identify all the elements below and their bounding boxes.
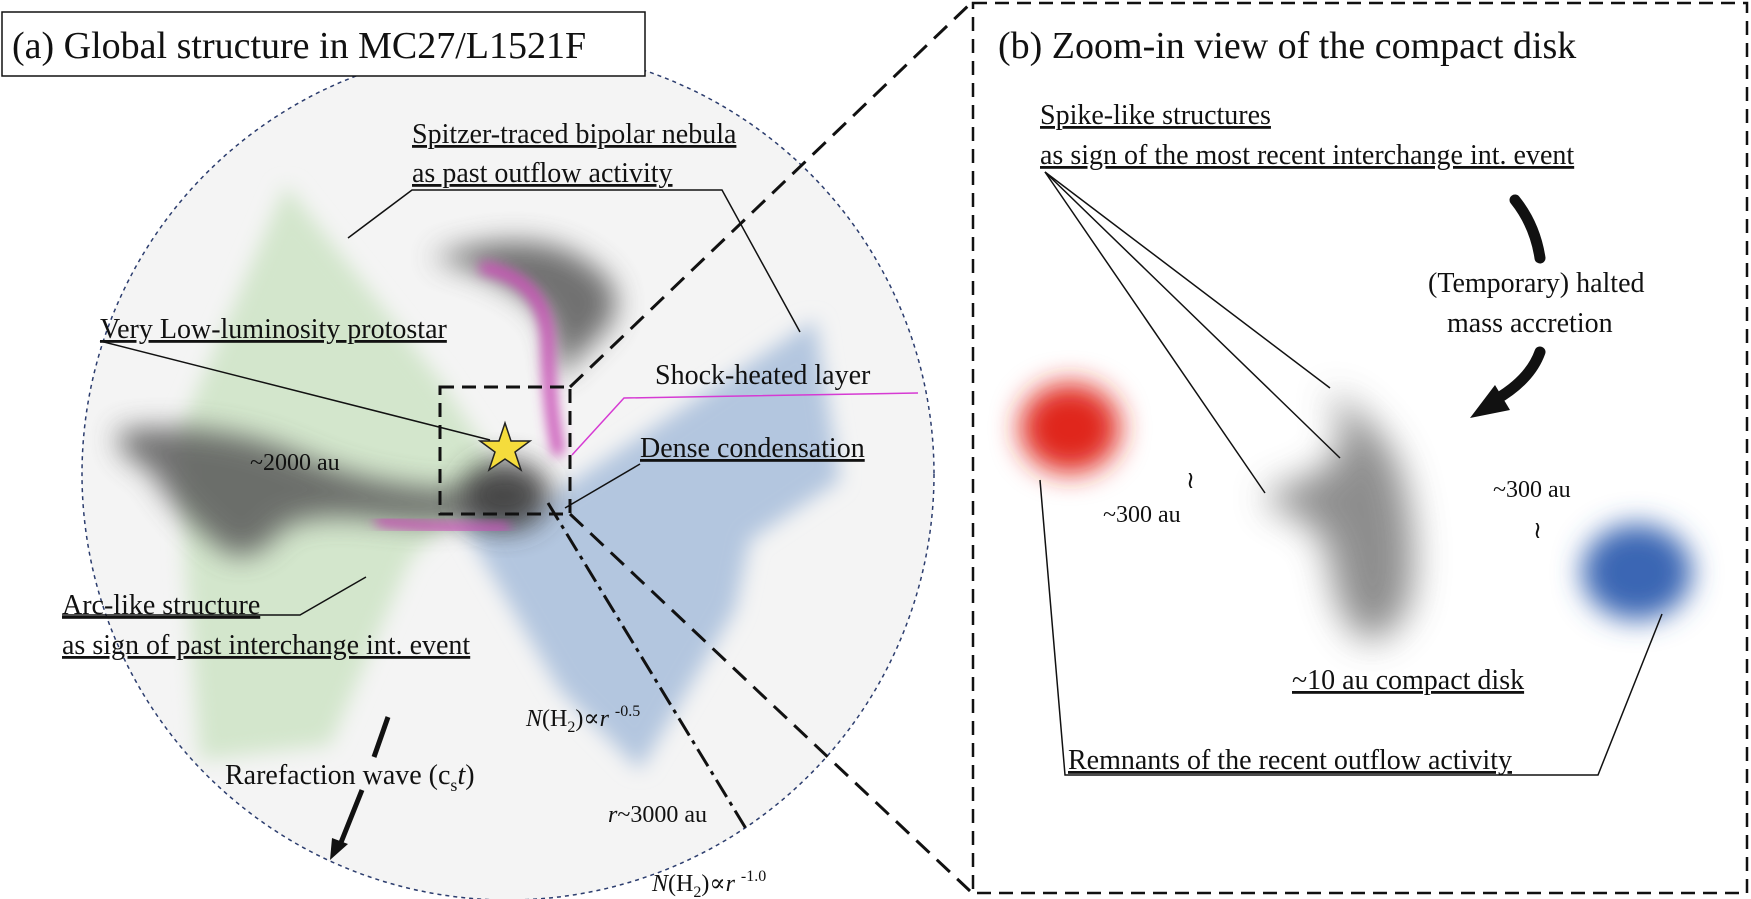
radius-label: r~3000 au: [608, 802, 707, 828]
panel-b: (b) Zoom-in view of the compact disk Spi…: [971, 1, 1749, 895]
accretion-arrowhead: [1470, 385, 1510, 418]
spike-leader-3: [1044, 171, 1331, 389]
spike-label-line1: Spike-like structures: [1040, 100, 1271, 131]
nh2-inner-label: N(H2)∝r-0.5: [525, 703, 640, 736]
disk-label: ~10 au compact disk: [1292, 665, 1524, 696]
radius-line: [546, 502, 750, 833]
zoom-connector-top: [568, 2, 972, 389]
remnants-leader: [1039, 479, 1663, 776]
shock-heated-layer-upper: [479, 262, 564, 456]
zoom-connector-bottom: [568, 512, 972, 893]
panel-a: (a) Global structure in MC27/L1521F Spit…: [1, 11, 935, 899]
zoom-box: [438, 385, 572, 516]
rarefaction-label: Rarefaction wave (cst): [225, 760, 475, 795]
left-approx-symbol: ≀: [1186, 468, 1195, 494]
dense-leader: [564, 463, 641, 509]
compact-disk: [1266, 390, 1414, 640]
arc-like-structure: [118, 427, 530, 556]
halted-label-line1: (Temporary) halted: [1428, 268, 1645, 299]
upper-arm-structure: [430, 241, 617, 380]
protostar-star-icon: [477, 420, 533, 472]
scale-2000au-label: ~2000 au: [250, 450, 340, 476]
left-scale-label: ~300 au: [1103, 502, 1181, 528]
shock-label: Shock-heated layer: [655, 360, 871, 391]
bipolar-label-line1: Spitzer-traced bipolar nebula: [412, 119, 737, 150]
panel-a-title: (a) Global structure in MC27/L1521F: [12, 25, 586, 67]
dense-core: [460, 460, 550, 530]
panel-a-title-box: [1, 11, 646, 77]
arc-leader: [62, 576, 367, 616]
arc-label-line2: as sign of past interchange int. event: [62, 630, 470, 661]
arc-label-line1: Arc-like structure: [62, 590, 260, 621]
spike-leader-2: [1044, 171, 1341, 459]
right-approx-symbol: ≀: [1533, 518, 1542, 544]
accretion-arrow-upper: [1509, 194, 1546, 264]
spike-label-line2: as sign of the most recent interchange i…: [1040, 140, 1574, 171]
protostar-label: Very Low-luminosity protostar: [100, 314, 448, 345]
bipolar-leader: [347, 189, 801, 333]
bipolar-label-line2: as past outflow activity: [412, 158, 673, 189]
halted-label-line2: mass accretion: [1447, 308, 1613, 339]
shock-leader: [571, 392, 919, 456]
spike-leader-1: [1044, 171, 1266, 494]
blue-outflow-remnant: [1582, 524, 1692, 620]
rarefaction-arrow: [330, 716, 391, 860]
remnants-label: Remnants of the recent outflow activity: [1068, 745, 1512, 776]
protostar-leader: [99, 340, 491, 441]
spike-leaders: [1039, 171, 1663, 776]
red-outflow-remnant: [1020, 383, 1120, 473]
right-scale-label: ~300 au: [1493, 477, 1571, 503]
zoom-connectors: [568, 2, 972, 893]
dense-label: Dense condensation: [640, 433, 865, 464]
blue-outflow-lobe: [460, 320, 840, 770]
leader-lines: [62, 189, 801, 833]
shock-heated-layer-lower: [375, 516, 510, 534]
panel-b-title: (b) Zoom-in view of the compact disk: [998, 25, 1576, 67]
nh2-outer-label: N(H2)∝r-1.0: [651, 868, 766, 899]
